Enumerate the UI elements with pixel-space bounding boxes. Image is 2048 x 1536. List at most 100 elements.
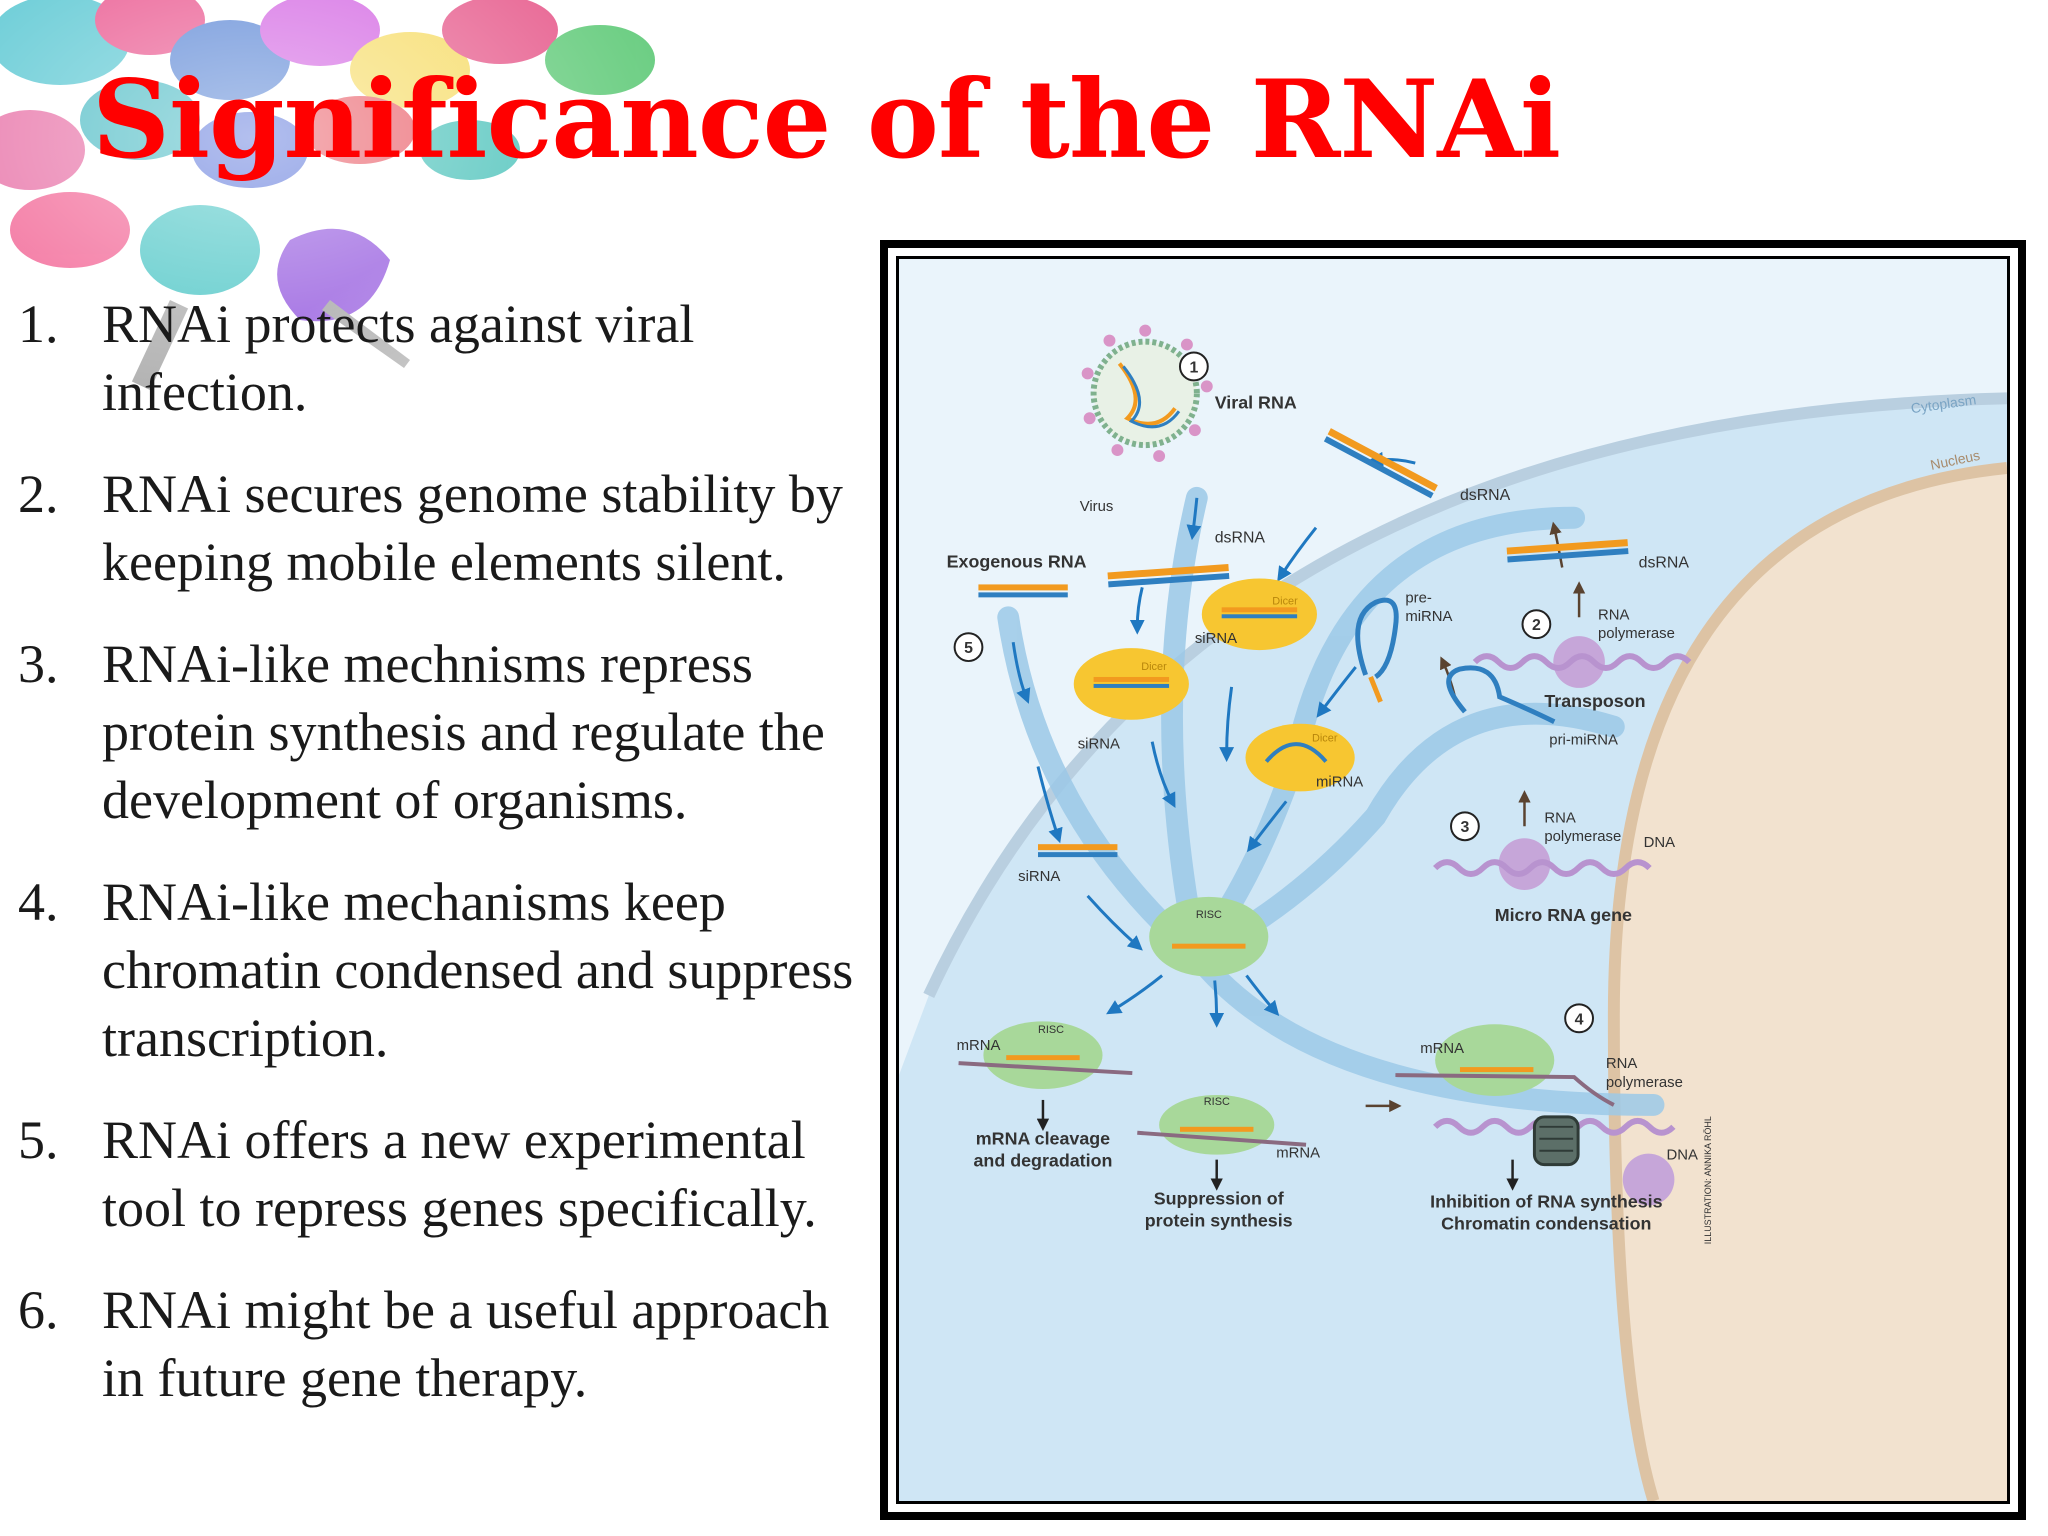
arrow xyxy=(1186,497,1202,541)
label-viral-rna: Viral RNA xyxy=(1215,392,1297,412)
arrow xyxy=(1036,766,1063,844)
label-risc-center: RISC xyxy=(1196,909,1222,921)
label-sirna-1: siRNA xyxy=(1195,631,1237,647)
label-rna-polymerase-4-line1: RNA xyxy=(1606,1056,1637,1072)
label-credit: ILLUSTRATION: ANNIKA RÖHL xyxy=(1703,1116,1713,1244)
diagram-frame: 1 2 3 4 5 Viral RNA Virus Cytoplasm Nucl… xyxy=(880,240,2026,1520)
label-risc-left: RISC xyxy=(1038,1024,1064,1036)
step-number-4: 4 xyxy=(1575,1011,1584,1028)
pathway-transposon xyxy=(1185,506,1586,967)
list-item-text: RNAi-like mechnisms repress protein synt… xyxy=(102,634,825,830)
step-marker-1 xyxy=(1178,351,1209,382)
list-item-text: RNAi might be a useful approach in futur… xyxy=(102,1280,830,1408)
label-dsrna-virus: dsRNA xyxy=(1215,530,1266,547)
diagram-panel: 1 2 3 4 5 Viral RNA Virus Cytoplasm Nucl… xyxy=(896,256,2010,1504)
arrow xyxy=(1129,587,1145,635)
list-item-number: 1. xyxy=(18,294,59,354)
label-pre-mirna-line2: miRNA xyxy=(1405,609,1452,625)
step-number-2: 2 xyxy=(1532,617,1541,634)
significance-list: 1. RNAi protects against viral infection.… xyxy=(18,290,878,1446)
list-item-text: RNAi secures genome stability by keeping… xyxy=(102,464,843,592)
dicer-enzyme xyxy=(1245,723,1355,792)
list-item-number: 6. xyxy=(18,1280,59,1340)
label-rna-polymerase-2-line2: polymerase xyxy=(1598,626,1675,642)
label-pre-mirna-line1: pre- xyxy=(1405,590,1432,606)
label-dicer-3: Dicer xyxy=(1312,733,1338,745)
step-marker-2 xyxy=(1521,609,1552,640)
arrow xyxy=(1246,800,1288,853)
nucleus-region xyxy=(1613,467,2007,1501)
list-item-text: RNAi protects against viral infection. xyxy=(102,294,695,422)
label-rna-polymerase-4-line2: polymerase xyxy=(1606,1075,1683,1091)
label-rna-polymerase-2-line1: RNA xyxy=(1598,607,1629,623)
label-dna-3: DNA xyxy=(1644,835,1675,851)
list-item: 5. RNAi offers a new experimental tool to… xyxy=(18,1106,878,1242)
step-number-3: 3 xyxy=(1460,819,1469,836)
label-dicer-1: Dicer xyxy=(1272,595,1298,607)
list-item: 6. RNAi might be a useful approach in fut… xyxy=(18,1276,878,1412)
list-item-number: 2. xyxy=(18,464,59,524)
step-marker-4 xyxy=(1564,1003,1594,1034)
list-item-text: RNAi offers a new experimental tool to r… xyxy=(102,1110,817,1238)
label-dicer-2: Dicer xyxy=(1141,661,1167,673)
pathway-nuclear xyxy=(1185,944,1665,1116)
dna-strand xyxy=(1472,653,1692,671)
dsrna-transposon xyxy=(1506,539,1629,563)
nuclear-envelope xyxy=(1607,462,2007,1501)
pathway-virus xyxy=(1161,486,1208,967)
list-item: 4. RNAi-like mechanisms keep chromatin co… xyxy=(18,868,878,1072)
list-item-number: 4. xyxy=(18,872,59,932)
sirna-strand xyxy=(1037,844,1118,858)
label-outcome-cleavage-line2: and degradation xyxy=(974,1151,1113,1171)
pre-mirna-hairpin xyxy=(1355,597,1399,680)
list-item-number: 5. xyxy=(18,1110,59,1170)
pri-mirna-hairpin xyxy=(1446,665,1556,724)
label-outcome-cleavage-line1: mRNA cleavage xyxy=(976,1129,1110,1149)
step-number-5: 5 xyxy=(964,640,973,657)
arrow xyxy=(1209,980,1225,1028)
nucleosome-icon xyxy=(1532,1115,1580,1167)
polymerases xyxy=(1498,636,1675,1206)
arrow xyxy=(1086,894,1143,951)
mrna-strands xyxy=(958,1061,1615,1147)
exogenous-rna-strand xyxy=(978,584,1068,598)
dna-strand xyxy=(1433,859,1652,877)
mrna-strand xyxy=(1137,1130,1307,1147)
label-dsrna-transposon: dsRNA xyxy=(1639,554,1690,571)
dsrna-virus xyxy=(1107,564,1230,588)
arrow xyxy=(1011,641,1031,704)
label-pri-mirna: pri-miRNA xyxy=(1549,733,1618,749)
label-dna-4: DNA xyxy=(1666,1148,1697,1164)
step-markers: 1 2 3 4 5 xyxy=(953,351,1594,1034)
step-marker-5 xyxy=(953,632,984,663)
label-micro-rna-gene: Micro RNA gene xyxy=(1495,905,1632,925)
arrow xyxy=(1277,526,1318,582)
label-sirna-3: siRNA xyxy=(1018,869,1060,885)
dicer-complexes xyxy=(1073,578,1355,792)
arrow xyxy=(1245,974,1280,1017)
dsrna-ribbons xyxy=(978,428,1629,858)
risc-nuclear xyxy=(1435,1024,1555,1096)
push-pins-image xyxy=(0,0,720,460)
virus-particle xyxy=(1081,324,1213,463)
step-marker-3 xyxy=(1450,811,1480,842)
label-sirna-2: siRNA xyxy=(1078,737,1120,753)
label-transposon: Transposon xyxy=(1544,691,1645,711)
pathway-arrows xyxy=(1011,451,1416,1028)
label-mrna-mid: mRNA xyxy=(1276,1146,1320,1162)
label-outcome-suppression-line1: Suppression of xyxy=(1154,1188,1284,1208)
list-item-text: RNAi-like mechanisms keep chromatin cond… xyxy=(102,872,854,1068)
polymerase-nuclear xyxy=(1622,1153,1675,1206)
diagram-labels: Viral RNA Virus Cytoplasm Nucleus dsRNA … xyxy=(947,391,1982,1244)
mrna-strand xyxy=(1395,1073,1615,1107)
label-mirna: miRNA xyxy=(1316,774,1363,790)
label-risc-mid: RISC xyxy=(1204,1096,1230,1108)
label-outcome-inhibition-line2: Chromatin condensation xyxy=(1441,1213,1651,1233)
mirna-hairpins xyxy=(1355,597,1556,724)
mrna-strand xyxy=(958,1061,1133,1076)
rnai-pathway-diagram: 1 2 3 4 5 Viral RNA Virus Cytoplasm Nucl… xyxy=(899,324,2007,1501)
polymerase-mirna xyxy=(1498,838,1551,890)
list-item: 2. RNAi secures genome stability by keepi… xyxy=(18,460,878,596)
list-item: 1. RNAi protects against viral infection. xyxy=(18,290,878,426)
